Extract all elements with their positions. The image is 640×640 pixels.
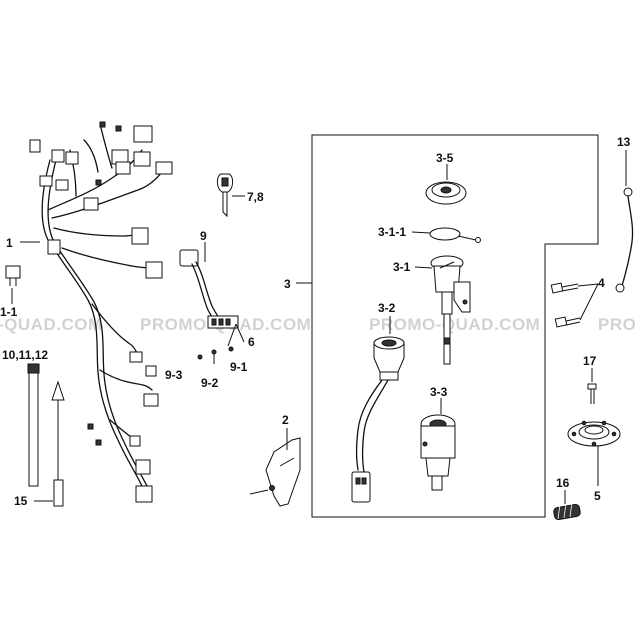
harness-terminal bbox=[87, 423, 94, 430]
harness-connector bbox=[133, 151, 151, 167]
harness-connector bbox=[47, 239, 61, 255]
group-3-outline bbox=[311, 134, 599, 518]
callout-1: 1 bbox=[6, 236, 13, 250]
callout-9-3: 9-3 bbox=[165, 368, 183, 382]
screw bbox=[197, 354, 203, 360]
leader-4a bbox=[577, 283, 599, 287]
callout-17: 17 bbox=[583, 354, 597, 368]
callout-3: 3 bbox=[284, 277, 291, 291]
callout-3-3: 3-3 bbox=[430, 385, 448, 399]
cover-cap bbox=[425, 181, 467, 205]
callout-6: 6 bbox=[248, 335, 255, 349]
bolt bbox=[550, 282, 579, 294]
harness-connector bbox=[135, 485, 153, 503]
harness-terminal bbox=[115, 125, 122, 132]
leader-3-1 bbox=[414, 266, 433, 269]
watermark-text-edge: PRO bbox=[598, 315, 636, 334]
callout-3-5: 3-5 bbox=[436, 151, 454, 165]
clip-cable bbox=[615, 187, 634, 293]
callout-13: 13 bbox=[617, 135, 631, 149]
tie-fastener bbox=[51, 380, 65, 507]
bracket bbox=[249, 437, 301, 507]
harness-connector bbox=[129, 351, 143, 363]
washer bbox=[211, 349, 217, 355]
relay bbox=[5, 265, 21, 286]
harness-connector bbox=[65, 151, 79, 165]
harness-connector bbox=[39, 175, 53, 187]
watermark-text-left: -QUAD.COM bbox=[0, 315, 103, 334]
harness-connectors bbox=[29, 121, 173, 503]
callout-3-1: 3-1 bbox=[393, 260, 411, 274]
callout-9-1: 9-1 bbox=[230, 360, 248, 374]
ignition-switch bbox=[430, 255, 471, 365]
callout-15: 15 bbox=[14, 494, 28, 508]
harness-terminal bbox=[95, 179, 102, 186]
nut bbox=[228, 346, 234, 352]
harness-connector bbox=[145, 261, 163, 279]
harness-connector bbox=[83, 197, 99, 211]
spring bbox=[553, 501, 581, 521]
callout-1-1: 1-1 bbox=[0, 305, 18, 319]
callout-5: 5 bbox=[594, 489, 601, 503]
callout-7-8: 7,8 bbox=[247, 190, 264, 204]
harness-connector bbox=[133, 125, 153, 143]
switch-pigtail bbox=[351, 336, 405, 503]
harness-connector bbox=[51, 149, 65, 163]
leader-3-1-1 bbox=[411, 231, 431, 234]
harness-terminal bbox=[95, 439, 102, 446]
harness-connector bbox=[135, 459, 151, 475]
callout-3-1-1: 3-1-1 bbox=[378, 225, 406, 239]
harness-connector bbox=[131, 227, 149, 245]
harness-connector bbox=[143, 393, 159, 407]
callout-9-2: 9-2 bbox=[201, 376, 219, 390]
callout-9: 9 bbox=[200, 229, 207, 243]
flange-plate bbox=[567, 420, 621, 447]
lock-cylinder bbox=[420, 414, 456, 491]
watermark-text-right: PROMO-QUAD.COM bbox=[369, 315, 540, 334]
callout-10-11-12: 10,11,12 bbox=[2, 348, 48, 362]
harness-connector bbox=[129, 435, 141, 447]
bolt bbox=[554, 316, 581, 328]
leader-6b bbox=[227, 323, 237, 347]
harness-connector bbox=[55, 179, 69, 191]
watermark: -QUAD.COM PROMO-QUAD.COM PROMO-QUAD.COM … bbox=[0, 315, 636, 334]
harness-connector bbox=[145, 365, 157, 377]
harness-connector bbox=[115, 161, 131, 175]
harness-connector bbox=[155, 161, 173, 175]
gasket bbox=[429, 227, 481, 243]
switch-sub-harness bbox=[179, 249, 239, 329]
callout-4: 4 bbox=[598, 276, 605, 290]
callout-2: 2 bbox=[282, 413, 289, 427]
leader-6 bbox=[235, 323, 245, 343]
screw bbox=[587, 383, 597, 404]
callout-3-2: 3-2 bbox=[378, 301, 396, 315]
callout-16: 16 bbox=[556, 476, 570, 490]
harness-terminal bbox=[99, 121, 106, 128]
cable-tie bbox=[27, 363, 40, 487]
wire-harness bbox=[41, 123, 167, 489]
ignition-key bbox=[216, 173, 234, 218]
leader-4b bbox=[579, 283, 599, 321]
harness-connector bbox=[29, 139, 41, 153]
